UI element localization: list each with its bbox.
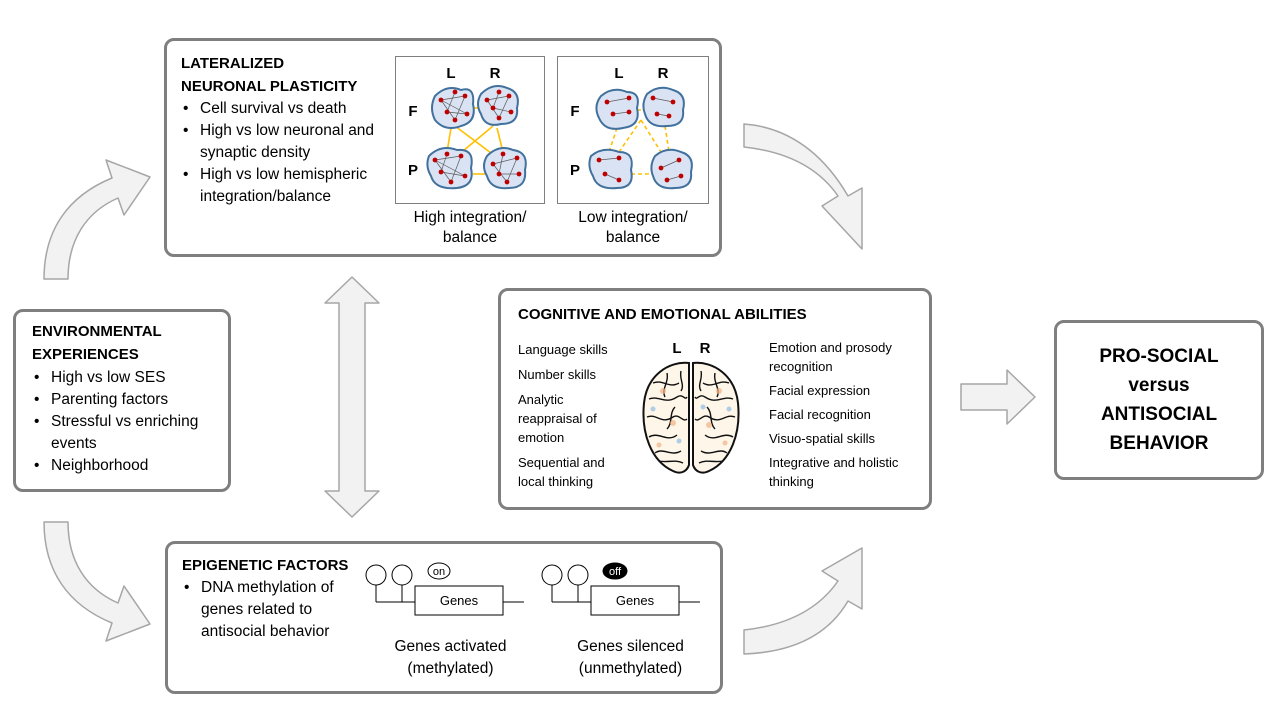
list-item: Number skills <box>518 367 597 382</box>
on-indicator <box>427 562 451 580</box>
arrow-env-to-epigenetic <box>43 521 151 642</box>
environmental-title: ENVIRONMENTAL EXPERIENCES <box>32 323 162 363</box>
cognitive-left-list: Language skills Number skills Analytic r… <box>518 340 628 491</box>
list-item: Analytic reappraisal of emotion <box>518 392 597 445</box>
genes-label: Genes <box>616 593 655 608</box>
genes-box <box>590 585 680 616</box>
environmental-list: High vs low SES Parenting factors Stress… <box>32 367 220 477</box>
cognitive-title: COGNITIVE AND EMOTIONAL ABILITIES <box>518 306 807 323</box>
arrow-epigenetic-to-cognitive <box>743 547 863 655</box>
cognitive-box: COGNITIVE AND EMOTIONAL ABILITIES Langua… <box>498 288 932 510</box>
low-integration-diagram: L R F P <box>557 56 709 204</box>
label-posterior: P <box>408 162 418 179</box>
label-left: L <box>614 65 623 82</box>
label-left: L <box>672 340 681 357</box>
list-item: Integrative and holistic thinking <box>769 455 899 489</box>
off-label: off <box>609 566 622 578</box>
genes-activated-caption: Genes activated (methylated) <box>394 638 507 677</box>
list-item: Stressful vs enriching events <box>32 411 231 455</box>
genes-label: Genes <box>440 593 479 608</box>
label-frontal: F <box>408 103 417 120</box>
arrow-cognitive-to-outcome <box>960 369 1036 425</box>
high-integration-diagram: L R F P <box>395 56 545 204</box>
genes-silenced-caption: Genes silenced (unmethylated) <box>577 638 684 677</box>
list-item: Neighborhood <box>32 455 220 477</box>
environmental-box: ENVIRONMENTAL EXPERIENCES High vs low SE… <box>13 309 231 492</box>
methyl-group-icon <box>365 564 387 586</box>
arrow-plasticity-epigenetic <box>324 276 380 518</box>
list-item: Facial recognition <box>769 407 871 422</box>
arrow-plasticity-to-cognitive <box>743 123 863 250</box>
list-item: Visuo-spatial skills <box>769 431 875 446</box>
brain-illustration: L R <box>642 340 740 474</box>
arrow-env-to-plasticity <box>43 159 151 280</box>
list-item: DNA methylation of genes related to anti… <box>182 577 361 643</box>
label-posterior: P <box>570 162 580 179</box>
gene-silenced-diagram: off Genes <box>541 562 700 616</box>
list-item: Facial expression <box>769 383 871 398</box>
epigenetic-box: EPIGENETIC FACTORS DNA methylation of ge… <box>165 541 723 694</box>
off-indicator <box>602 562 628 580</box>
high-integration-caption: High integration/ balance <box>413 209 527 246</box>
list-item: Sequential and local thinking <box>518 455 605 489</box>
methyl-group-icon <box>391 564 413 586</box>
low-integration-caption: Low integration/ balance <box>578 209 688 246</box>
cognitive-right-list: Emotion and prosody recognition Facial e… <box>769 338 924 491</box>
list-item: High vs low SES <box>32 367 220 389</box>
plasticity-box: LATERALIZED NEURONAL PLASTICITY Cell sur… <box>164 38 722 257</box>
outcome-box: PRO-SOCIAL versus ANTISOCIAL BEHAVIOR <box>1054 320 1264 480</box>
epigenetic-list: DNA methylation of genes related to anti… <box>182 577 362 643</box>
plasticity-list: Cell survival vs death High vs low neuro… <box>181 98 401 208</box>
list-item: Language skills <box>518 342 608 357</box>
genes-box <box>414 585 504 616</box>
list-item: Emotion and prosody recognition <box>769 340 892 374</box>
gene-activated-diagram: on Genes <box>365 562 524 616</box>
list-item: Cell survival vs death <box>181 98 401 120</box>
methyl-group-icon <box>541 564 563 586</box>
plasticity-title: LATERALIZED NEURONAL PLASTICITY <box>181 55 358 95</box>
list-item: Parenting factors <box>32 389 220 411</box>
label-frontal: F <box>570 103 579 120</box>
label-left: L <box>446 65 455 82</box>
epigenetic-title: EPIGENETIC FACTORS <box>182 557 349 574</box>
outcome-text: PRO-SOCIAL versus ANTISOCIAL BEHAVIOR <box>1099 346 1219 454</box>
list-item: High vs low hemispheric integration/bala… <box>181 164 395 208</box>
label-right: R <box>700 340 711 357</box>
on-label: on <box>433 566 445 578</box>
label-right: R <box>490 65 501 82</box>
methyl-group-icon <box>567 564 589 586</box>
label-right: R <box>658 65 669 82</box>
list-item: High vs low neuronal and synaptic densit… <box>181 120 375 164</box>
